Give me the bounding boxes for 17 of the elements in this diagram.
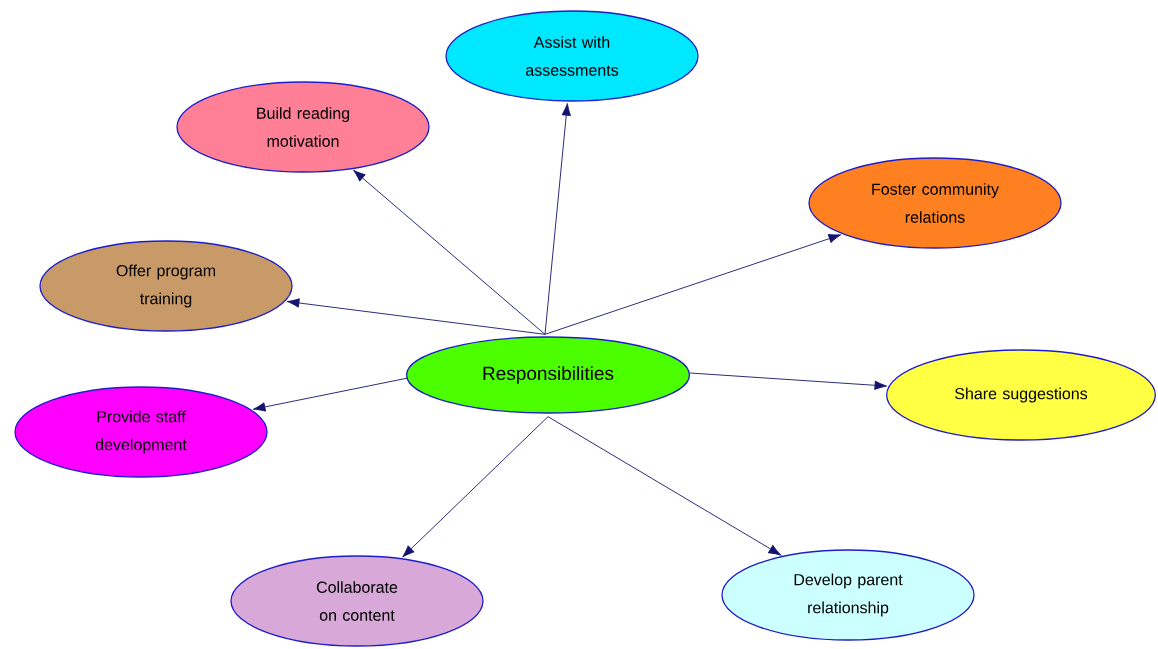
ellipse-node: Offer program training [39,240,293,332]
arrow [252,377,409,412]
ellipse-node: Collaborate on content [230,555,484,647]
arrow [353,169,546,335]
ellipse-node: Share suggestions [886,349,1156,441]
arrow [544,234,842,335]
arrow [286,298,546,335]
ellipse-node: Provide staff development [14,386,268,478]
ellipse-node: Build reading motivation [176,81,430,173]
ellipse-node: Responsibilities [405,336,691,414]
arrow [402,416,549,558]
arrow [544,103,571,335]
arrow [689,372,888,390]
ellipse-node: Develop parent relationship [721,549,975,641]
ellipse-node: Assist with assessments [445,10,699,102]
ellipse-node: Foster community relations [808,157,1062,249]
arrow [547,416,782,556]
